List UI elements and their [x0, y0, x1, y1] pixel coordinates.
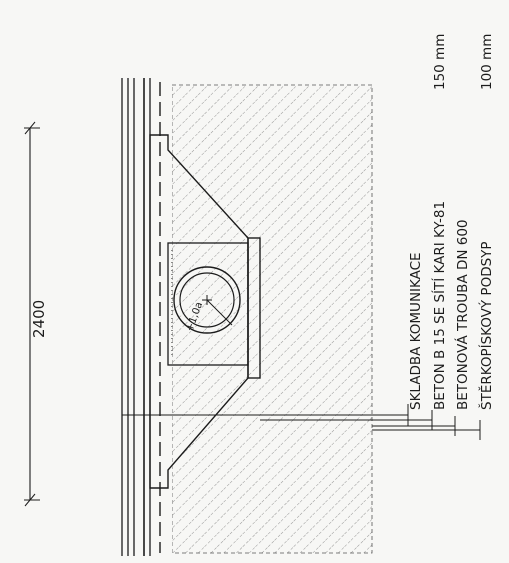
dimension-line-group: 2400	[24, 121, 48, 507]
pavement-band	[150, 80, 172, 553]
dimension-value: 2400	[30, 300, 48, 338]
legend-thickness-2: 150 mm	[432, 34, 448, 90]
gravel-bedding	[171, 84, 373, 554]
dimension-slash-bottom	[24, 493, 36, 507]
legend: SKLADBA KOMUNIKACE BETON B 15 SE SÍTÍ KA…	[408, 34, 495, 410]
radius-leader	[206, 299, 233, 326]
legend-leaders	[122, 404, 481, 440]
pipe-inner-wall	[179, 272, 235, 328]
concrete-base-slab	[247, 237, 261, 379]
legend-layer-2: BETON B 15 SE SÍTÍ KARI KY-81	[431, 201, 448, 410]
pipe-outer-wall	[173, 266, 241, 334]
legend-layer-3: BETONOVÁ TROUBA DN 600	[454, 219, 471, 410]
legend-thickness-4: 100 mm	[479, 34, 495, 90]
legend-layer-4: ŠTĚRKOPÍSKOVÝ PODSYP	[477, 241, 495, 410]
legend-layer-1: SKLADBA KOMUNIKACE	[408, 252, 424, 410]
road-pavement-layers	[121, 78, 172, 556]
dimension-slash-top	[24, 121, 36, 135]
